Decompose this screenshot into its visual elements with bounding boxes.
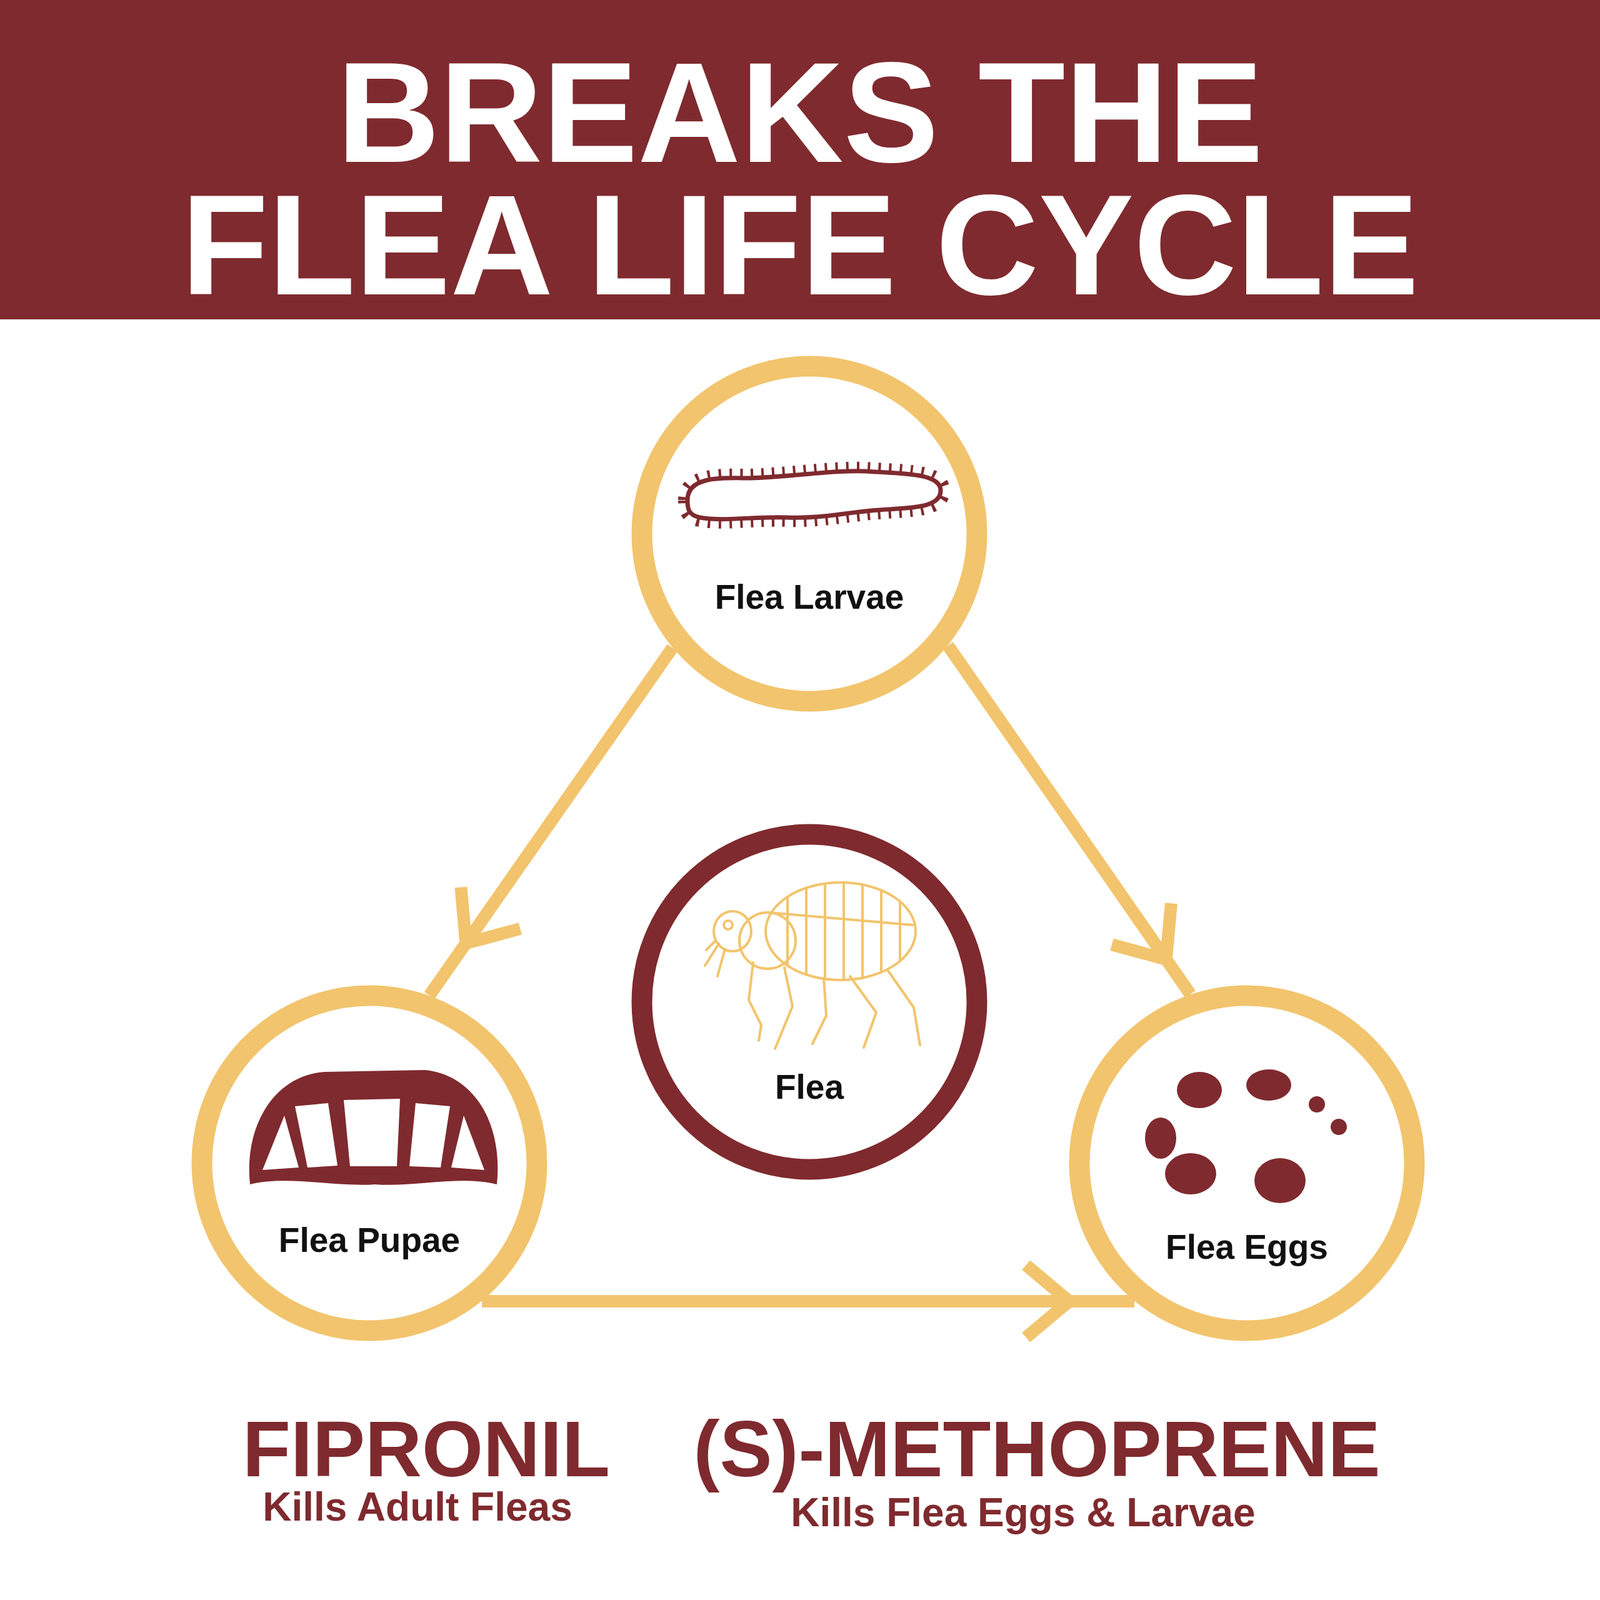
circle-ring bbox=[201, 995, 537, 1331]
flea-abdomen bbox=[765, 882, 916, 980]
diagram-title: BREAKS THE FLEA LIFE CYCLE bbox=[150, 46, 1450, 312]
title-band: BREAKS THE FLEA LIFE CYCLE bbox=[0, 0, 1600, 320]
larva-hairs bbox=[687, 471, 941, 520]
egg bbox=[1165, 1153, 1217, 1195]
egg bbox=[1308, 1096, 1325, 1113]
circle-outline bbox=[191, 985, 548, 1342]
stage-circle: Flea bbox=[631, 823, 988, 1180]
circle-ring bbox=[641, 834, 977, 1170]
ingredient-name: (S)-METHOPRENE bbox=[693, 1403, 1381, 1495]
pupa-segment bbox=[295, 1103, 338, 1168]
egg bbox=[1246, 1069, 1292, 1101]
pupa-segment bbox=[262, 1115, 299, 1170]
egg bbox=[1176, 1071, 1222, 1109]
circle-outline bbox=[1068, 985, 1425, 1342]
flea-eye bbox=[723, 920, 733, 930]
flea-mouthparts bbox=[705, 940, 725, 977]
circle-ring bbox=[641, 366, 977, 702]
flea-legs bbox=[748, 962, 920, 1049]
flow-arrow bbox=[948, 645, 1191, 995]
stage-circle: Flea Pupae bbox=[191, 985, 548, 1342]
flea-head bbox=[713, 911, 752, 952]
stage-circle: Flea Larvae bbox=[631, 355, 988, 712]
flow-arrow bbox=[429, 647, 673, 995]
ingredient-effect: Kills Flea Eggs & Larvae bbox=[790, 1489, 1255, 1536]
flea-thorax bbox=[739, 912, 796, 969]
egg bbox=[1145, 1117, 1177, 1159]
stage-label: Flea Eggs bbox=[1068, 1225, 1425, 1269]
circle-outline bbox=[631, 355, 988, 712]
eggs-illustration bbox=[1145, 1069, 1347, 1204]
pupa-segment bbox=[451, 1115, 485, 1170]
pupa-shell bbox=[249, 1070, 499, 1185]
flea-illustration bbox=[705, 882, 920, 1049]
larva-body bbox=[687, 471, 941, 520]
pupa-segment bbox=[409, 1103, 450, 1168]
flea-segments bbox=[768, 882, 913, 980]
stage-circle: Flea Eggs bbox=[1068, 985, 1425, 1342]
egg bbox=[1330, 1118, 1347, 1135]
circle-ring bbox=[1079, 995, 1415, 1331]
egg bbox=[1254, 1158, 1306, 1204]
pupa-illustration bbox=[249, 1070, 499, 1185]
ingredient-name: FIPRONIL bbox=[242, 1403, 610, 1495]
stage-label: Flea Larvae bbox=[631, 575, 988, 619]
larva-illustration bbox=[687, 471, 941, 520]
flow-arrow bbox=[481, 1265, 1135, 1338]
stage-label: Flea bbox=[631, 1065, 988, 1109]
pupa-segment bbox=[343, 1098, 400, 1167]
stage-label: Flea Pupae bbox=[191, 1218, 548, 1262]
ingredient-effect: Kills Adult Fleas bbox=[262, 1483, 573, 1530]
circle-outline bbox=[631, 823, 988, 1180]
